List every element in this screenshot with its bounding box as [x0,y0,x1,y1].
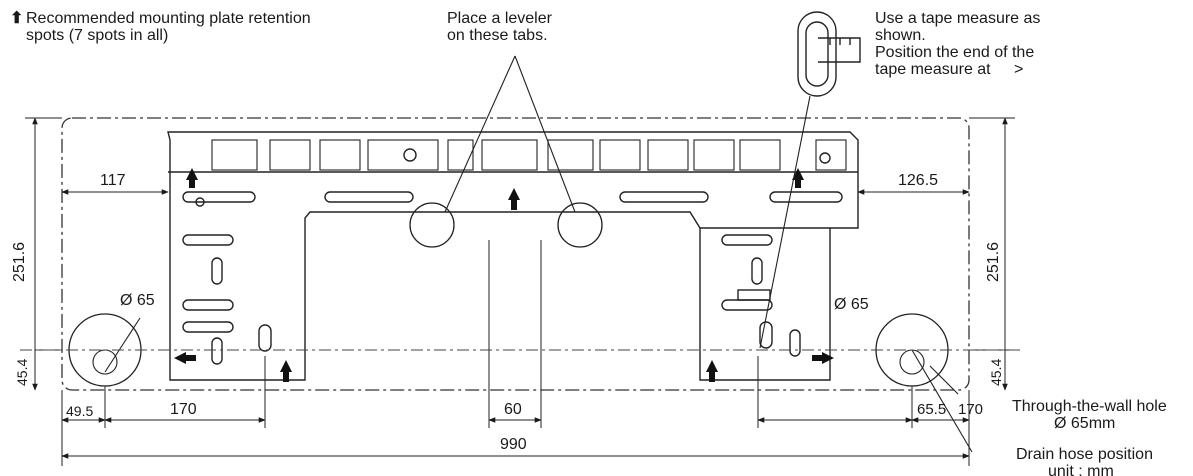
drain-hose-note: Drain hose position [1016,446,1153,463]
unit-outline [61,117,970,391]
tape-note-line2: shown. [875,27,926,44]
tape-measure-icon [797,11,861,97]
unit-note: unit : mm [1048,463,1114,476]
retention-arrows [174,168,834,382]
tape-note-line1: Use a tape measure as [875,10,1041,27]
dim-hole-height-right: 45.4 [988,358,1004,386]
through-wall-note-line2: Ø 65mm [1054,415,1116,432]
mounting-plate [167,131,859,381]
dim-hole-height-left: 45.4 [14,358,30,386]
leveler-tab-right [557,202,603,248]
dim-left-span: 170 [170,401,197,418]
dim-total-width: 990 [500,436,527,453]
tape-marker: > [1014,61,1024,78]
leveler-tab-left [409,202,455,248]
dim-height-left: 251.6 [11,241,28,282]
through-wall-note-line1: Through-the-wall hole [1012,398,1167,415]
dim-left-hole-offset: 49.5 [66,403,94,419]
dim-right-hole-offset: 65.5 [917,401,947,418]
dim-right-span: 170 [958,401,984,418]
dim-hole-diameter-left: Ø 65 [120,292,155,309]
tape-note-line4: tape measure at [875,61,991,78]
dim-left-offset: 117 [100,172,126,189]
leveler-note-line2: on these tabs. [447,27,548,44]
dim-hole-diameter-right: Ø 65 [834,296,869,313]
retention-icon: ⬆ [10,10,24,27]
dim-height-right: 251.6 [985,241,1002,282]
leveler-note-line1: Place a leveler [447,10,552,27]
retention-note: Recommended mounting plate retention spo… [26,10,311,44]
dim-center-span: 60 [504,401,522,418]
tape-note-line3: Position the end of the [875,44,1035,61]
dim-right-offset: 126.5 [898,172,939,189]
